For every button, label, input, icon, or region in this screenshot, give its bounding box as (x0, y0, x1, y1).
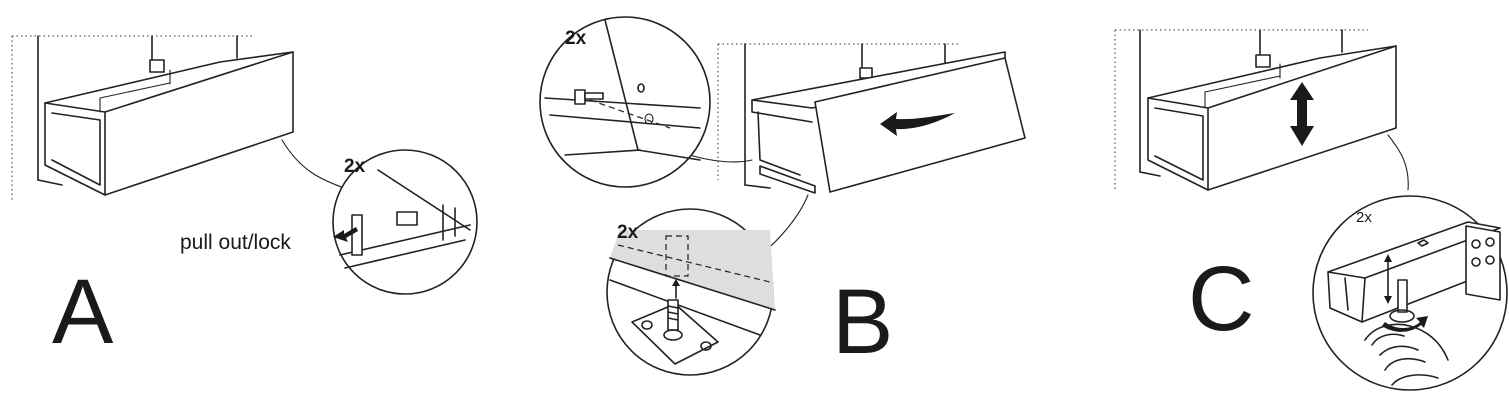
drawer-a (44, 51, 294, 196)
step-b-letter: B (832, 271, 893, 373)
step-c-letter: C (1188, 248, 1254, 350)
drawer-rail (759, 165, 816, 194)
mount-plate (631, 303, 719, 365)
step-a-count: 2x (344, 156, 366, 177)
drawer-lock-lever (351, 214, 363, 256)
step-c-count: 2x (1356, 209, 1372, 226)
step-c-panel: 2x C (1114, 29, 1508, 391)
screw-icon (663, 299, 683, 341)
arrow-vertical-small-icon (1384, 254, 1392, 304)
arrow-left-icon (333, 227, 358, 242)
rail-channel (1327, 221, 1501, 279)
pull-out-lock-label: pull out/lock (180, 231, 291, 254)
step-b-count-top: 2x (565, 28, 587, 49)
step-b-panel: 2x 2x B (539, 16, 1026, 376)
step-a-panel: 2x pull out/lock A (11, 35, 478, 363)
step-a-letter: A (52, 261, 114, 363)
drawer-c (1147, 45, 1397, 191)
shaded-panel (610, 230, 775, 310)
detail-circle-b-bottom (606, 208, 776, 376)
double-arrow-vertical-icon (1290, 82, 1314, 146)
arrow-up-icon (672, 279, 680, 299)
curved-arrow-icon (880, 112, 955, 136)
detail-circle-b-top (539, 16, 711, 188)
detail-circle-a (332, 149, 478, 295)
bracket (149, 59, 165, 73)
hand-icon (1364, 323, 1449, 386)
detail-circle-c (1312, 195, 1508, 391)
step-b-count-bottom: 2x (617, 222, 639, 243)
screw-icon (1389, 279, 1415, 323)
